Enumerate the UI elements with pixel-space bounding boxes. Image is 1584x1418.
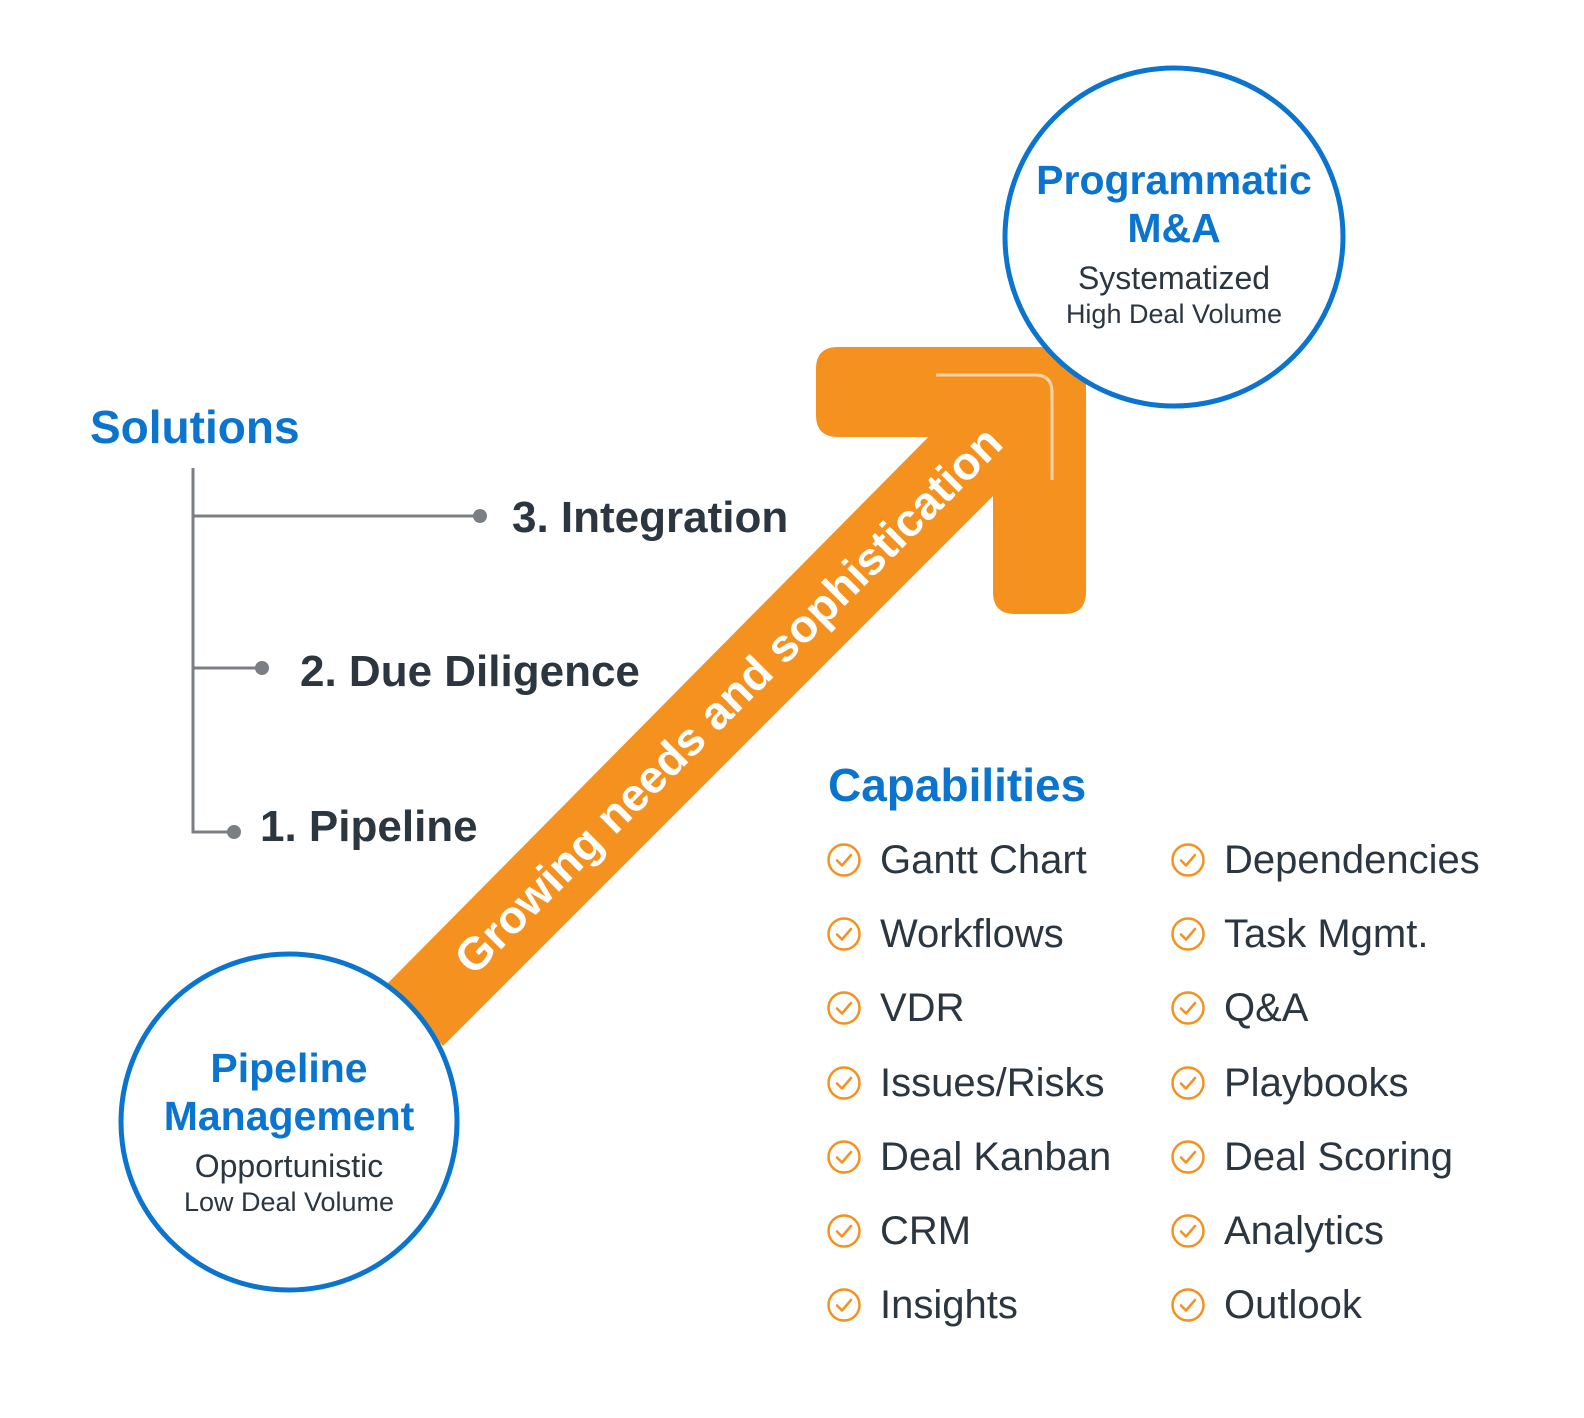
start-stage-subtitle: Opportunistic <box>194 1147 384 1184</box>
connector-dot-integration <box>473 509 487 523</box>
start-stage-detail: Low Deal Volume <box>183 1186 395 1217</box>
end-stage-circle <box>1002 65 1346 409</box>
capability-item: VDR <box>826 988 964 1028</box>
capability-item: Workflows <box>826 914 1064 954</box>
capability-label: Workflows <box>880 912 1064 957</box>
capability-label: Dependencies <box>1224 838 1480 882</box>
capability-item: Dependencies <box>1170 840 1480 880</box>
capability-item: Analytics <box>1170 1211 1384 1251</box>
solution-due-diligence: 2. Due Diligence <box>300 647 640 696</box>
end-stage-subtitle: Systematized <box>1077 259 1271 296</box>
capability-item: Insights <box>826 1285 1018 1325</box>
check-circle-icon <box>1171 917 1205 951</box>
capability-item: Outlook <box>1170 1285 1362 1325</box>
solutions-connector <box>191 468 478 834</box>
check-circle-icon <box>1171 991 1205 1026</box>
end-stage-detail: High Deal Volume <box>1065 298 1283 329</box>
arrow-highlight <box>936 373 1054 480</box>
check-circle-icon <box>1171 1214 1205 1248</box>
capability-label: Insights <box>880 1283 1018 1328</box>
capability-label: Analytics <box>1224 1209 1385 1253</box>
check-circle-icon <box>1171 843 1205 877</box>
start-stage-text: Pipeline Management Opportunistic Low De… <box>129 1044 449 1218</box>
check-circle-icon <box>827 1140 861 1174</box>
solution-integration: 3. Integration <box>512 493 789 542</box>
check-circle-icon <box>827 843 861 877</box>
check-circle-icon <box>827 991 861 1026</box>
capability-label: Deal Scoring <box>1224 1134 1454 1179</box>
capability-label: Gantt Chart <box>880 838 1087 882</box>
connector-dot-pipeline <box>227 825 241 839</box>
capability-label: Outlook <box>1224 1283 1362 1328</box>
capability-label: Playbooks <box>1224 1060 1409 1105</box>
check-circle-icon <box>1171 1140 1205 1174</box>
capability-label: Deal Kanban <box>880 1134 1112 1179</box>
connector-dot-due-diligence <box>255 661 269 675</box>
check-circle-icon <box>1171 1288 1205 1322</box>
capability-item: Gantt Chart <box>826 840 1087 880</box>
check-circle-icon <box>1171 1065 1205 1100</box>
check-circle-icon <box>827 917 861 951</box>
growth-arrow-head <box>816 347 1086 614</box>
capability-item: Q&A <box>1170 988 1308 1028</box>
capabilities-title: Capabilities <box>828 759 1087 811</box>
capability-label: Q&A <box>1224 986 1309 1031</box>
end-stage-text: Programmatic M&A Systematized High Deal … <box>1014 156 1334 330</box>
check-circle-icon <box>827 1065 861 1100</box>
start-stage-title: Pipeline Management <box>163 1045 415 1140</box>
capability-item: Issues/Risks <box>826 1063 1105 1103</box>
capability-label: CRM <box>880 1209 972 1253</box>
growth-arrow-shaft <box>388 407 1020 1046</box>
start-stage-circle <box>118 951 460 1293</box>
check-circle-icon <box>827 1214 861 1248</box>
capability-item: Playbooks <box>1170 1063 1409 1103</box>
capability-item: Deal Scoring <box>1170 1137 1453 1177</box>
end-stage-title: Programmatic M&A <box>1036 157 1312 252</box>
capability-item: Task Mgmt. <box>1170 914 1428 954</box>
capability-label: Issues/Risks <box>880 1060 1105 1105</box>
capability-item: Deal Kanban <box>826 1137 1111 1177</box>
capability-item: CRM <box>826 1211 971 1251</box>
solution-pipeline: 1. Pipeline <box>260 802 478 851</box>
capability-label: VDR <box>880 986 965 1031</box>
check-circle-icon <box>827 1288 861 1322</box>
solutions-title: Solutions <box>90 401 300 453</box>
capability-label: Task Mgmt. <box>1224 912 1429 957</box>
